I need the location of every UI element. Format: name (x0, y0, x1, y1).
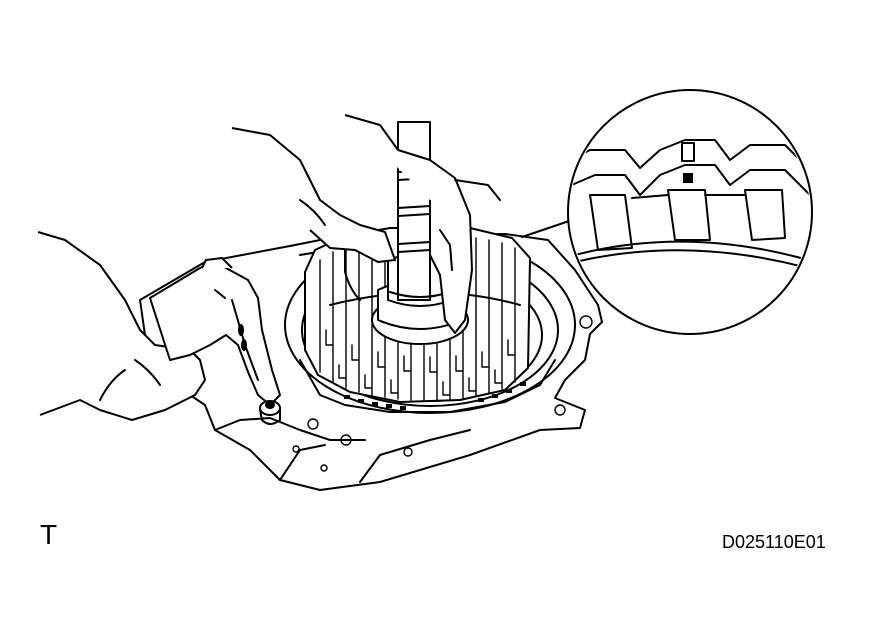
air-gun-icon (150, 258, 280, 424)
corner-mark-label: T (40, 519, 58, 550)
right-hand (345, 115, 500, 333)
left-hand (232, 128, 395, 262)
left-arm (38, 232, 205, 420)
magnified-detail-callout (560, 90, 820, 334)
snap-ring-holes (344, 382, 526, 410)
figure-code-label: D025110E01 (722, 532, 826, 552)
spline-notches (326, 330, 514, 395)
